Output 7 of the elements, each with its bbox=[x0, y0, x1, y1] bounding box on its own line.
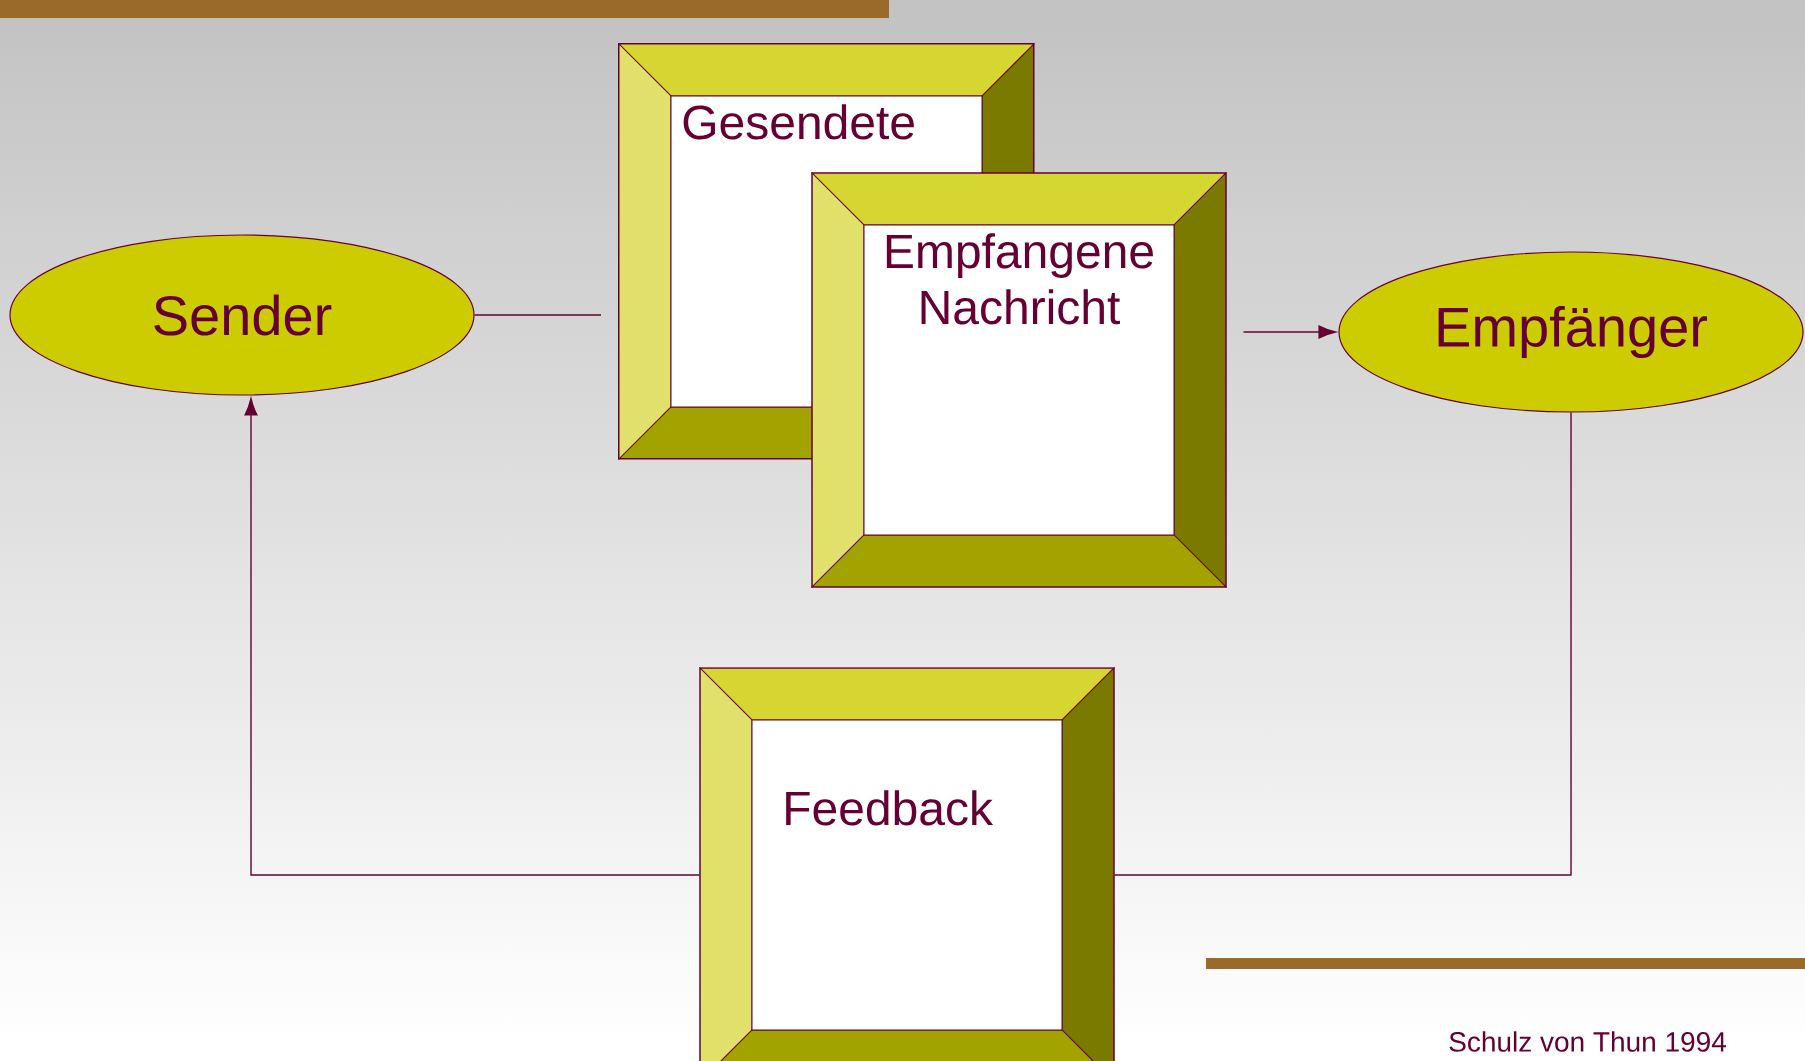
citation: Schulz von Thun 1994 bbox=[1449, 1031, 1726, 1052]
arrow bbox=[244, 398, 701, 876]
bevel-box: Feedback bbox=[699, 667, 1115, 1061]
ellipse-node: Sender bbox=[9, 234, 475, 396]
ellipse-node: Empfänger bbox=[1338, 251, 1804, 413]
bevel-box: Empfangene Nachricht bbox=[811, 172, 1227, 588]
arrow bbox=[1242, 325, 1337, 339]
